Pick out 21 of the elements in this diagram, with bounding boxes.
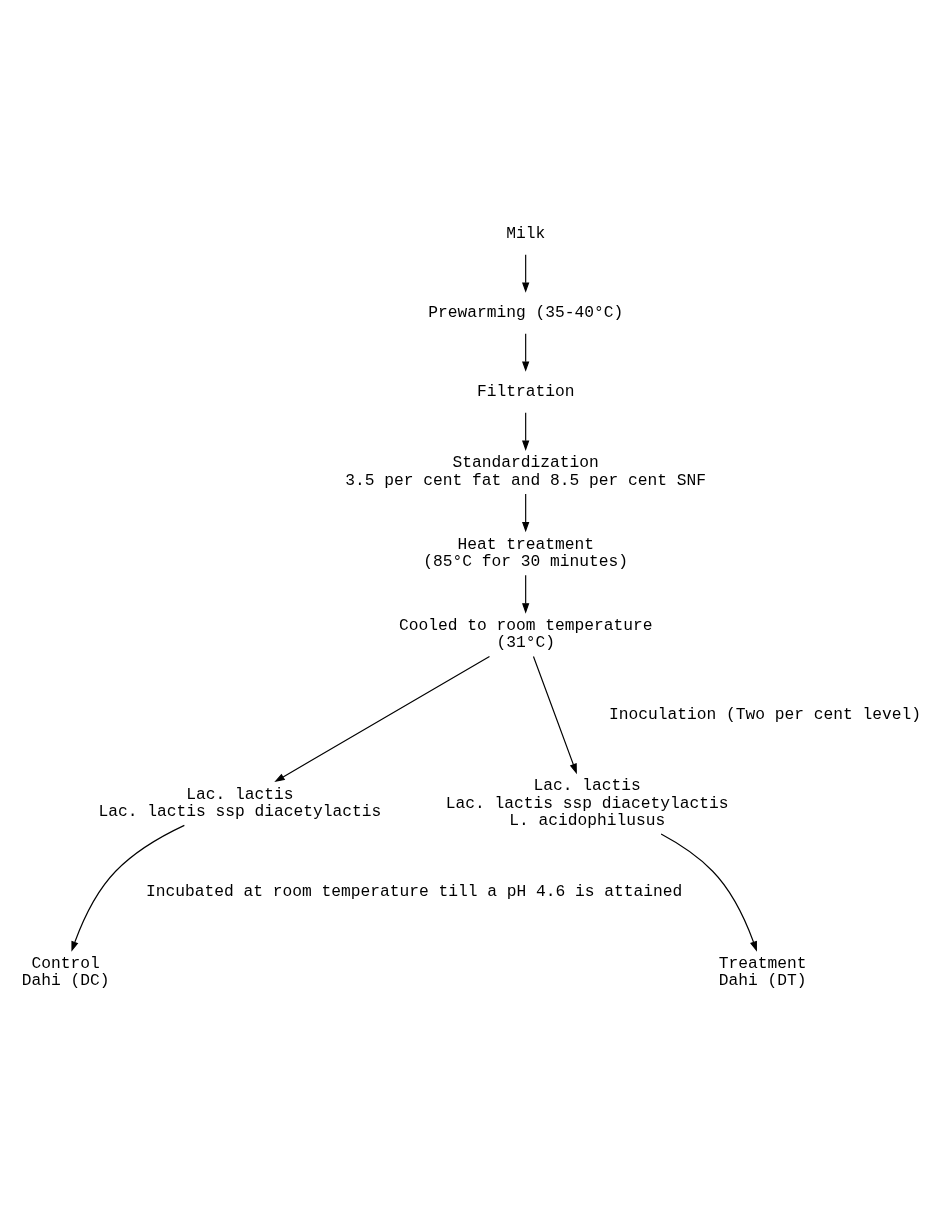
node-text: Milk: [506, 223, 546, 243]
arrow: [660, 833, 757, 952]
node-text: Lac. lactis Lac. lactis ssp diacetylactis L. acidophilusus: [445, 776, 729, 830]
arrow: [522, 333, 530, 372]
node-text: Prewarming (35-40°C): [428, 302, 624, 322]
arrow: [274, 655, 491, 783]
arrow: [522, 254, 530, 293]
label: Incubated at room temperature till a pH 4.6 is attained: [145, 882, 683, 902]
node-text: Filtration: [476, 381, 575, 401]
node-text: Standardization 3.5 per cent fat and 8.5 per cent SNF: [345, 453, 707, 490]
node-text: Lac. lactis Lac. lactis ssp diacetylactis: [98, 784, 382, 822]
arrow: [522, 493, 530, 533]
node-text: Cooled to room temperature (31°C): [398, 615, 653, 653]
label: Inoculation (Two per cent level): [608, 704, 921, 724]
arrow: [522, 574, 530, 614]
node-text: Treatment Dahi (DT): [718, 953, 807, 991]
node-text: Heat treatment (85°C for 30 minutes): [423, 534, 629, 571]
arrow: [71, 824, 185, 952]
node-text: Control Dahi (DC): [21, 953, 110, 991]
arrow: [522, 412, 530, 451]
arrow: [532, 655, 577, 775]
